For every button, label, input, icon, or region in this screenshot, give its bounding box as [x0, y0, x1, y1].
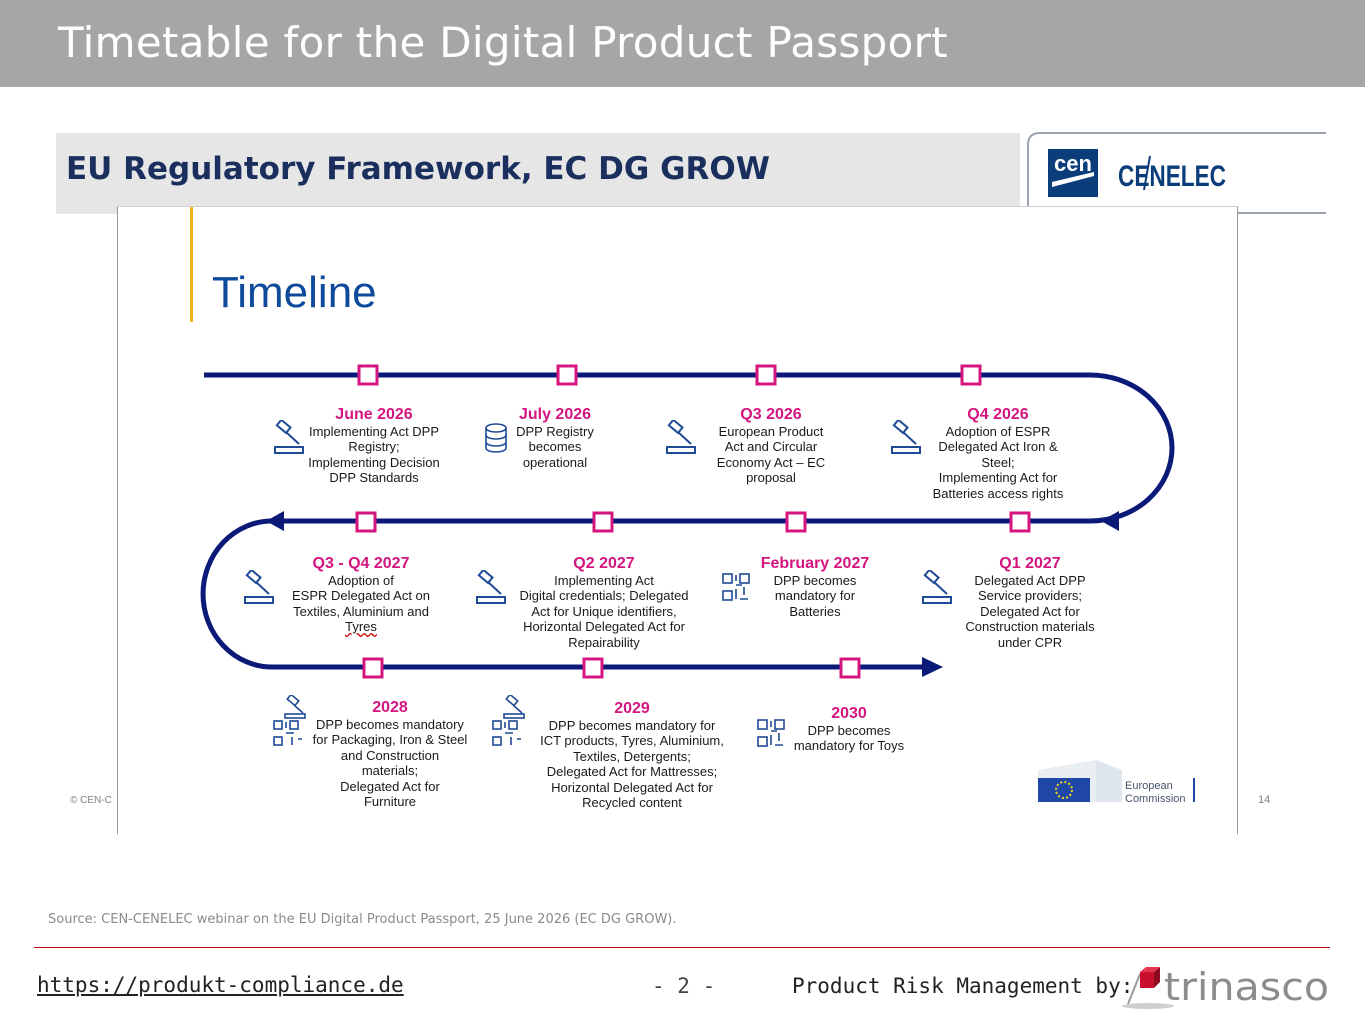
ec-logo-line2: Commission [1125, 793, 1186, 805]
milestone-q4-2026 [960, 364, 982, 386]
slide-header: EU Regulatory Framework, EC DG GROW [56, 133, 1020, 214]
gavel-qr-icon [492, 695, 525, 746]
event-date: 2029 [614, 700, 650, 717]
database-icon [485, 423, 507, 453]
arrowhead-right-loop [1101, 511, 1119, 531]
slide-copyright: © CEN-C [70, 795, 112, 806]
trinasco-wordmark: trinasco [1164, 965, 1329, 1009]
event-date: Q2 2027 [573, 555, 635, 572]
website-link[interactable]: https://produkt-compliance.de [37, 973, 404, 997]
page-number: - 2 - [652, 974, 716, 998]
european-commission-logo: European Commission [1038, 760, 1195, 805]
event-date: Q1 2027 [999, 555, 1061, 572]
milestone-july-2026 [556, 364, 578, 386]
milestone-2029 [582, 657, 604, 679]
source-note: Source: CEN-CENELEC webinar on the EU Di… [48, 912, 677, 927]
gavel-qr-icon [273, 695, 306, 746]
gavel-icon [274, 420, 304, 454]
milestone-q3-2026 [755, 364, 777, 386]
gavel-icon [666, 420, 696, 454]
event-date: 2030 [831, 705, 867, 722]
page-title: Timetable for the Digital Product Passpo… [58, 18, 948, 67]
event-date: July 2026 [518, 406, 592, 423]
cenelec-logo-text: CENELEC [1118, 160, 1226, 193]
qr-code-icon [757, 719, 785, 747]
milestone-february-2027 [785, 511, 807, 533]
gavel-icon [244, 570, 274, 604]
gavel-icon [476, 570, 506, 604]
slide-header-title: EU Regulatory Framework, EC DG GROW [66, 151, 770, 187]
event-date: February 2027 [760, 555, 870, 572]
ec-logo-line1: European [1125, 780, 1173, 792]
cen-logo-text: cen [1054, 151, 1092, 176]
qr-code-icon [722, 573, 750, 601]
trinasco-logo: trinasco [1122, 965, 1329, 1009]
footer-byline: Product Risk Management by: [792, 974, 1134, 998]
event-date: June 2026 [335, 406, 413, 423]
milestone-june-2026 [357, 364, 379, 386]
slide-page-number: 14 [1258, 794, 1271, 806]
milestone-2030 [839, 657, 861, 679]
title-banner: Timetable for the Digital Product Passpo… [0, 0, 1365, 87]
arrowhead-end [922, 657, 943, 677]
event-date: Q3 - Q4 2027 [312, 555, 410, 572]
milestone-q3-q4-2027 [355, 511, 377, 533]
event-date: 2028 [372, 699, 408, 716]
milestone-q1-2027 [1009, 511, 1031, 533]
gavel-icon [922, 570, 952, 604]
footer-divider [34, 947, 1330, 948]
timeline-title: Timeline [212, 268, 377, 317]
event-date: Q3 2026 [740, 406, 802, 423]
gavel-icon [891, 420, 921, 454]
arrowhead-left-loop [266, 511, 284, 531]
milestone-q2-2027 [592, 511, 614, 533]
milestone-2028 [362, 657, 384, 679]
accent-bar [190, 207, 193, 322]
event-date: Q4 2026 [967, 406, 1029, 423]
